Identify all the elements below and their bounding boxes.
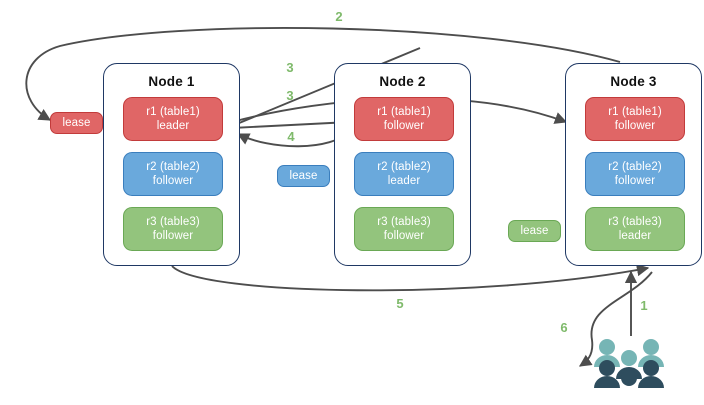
replica-r3-node2[interactable]: r3 (table3) follower — [354, 207, 454, 251]
step-label-1: 1 — [640, 298, 648, 313]
edge-step-3-lower — [231, 116, 352, 129]
replica-r2-node1[interactable]: r2 (table2) follower — [123, 152, 223, 196]
edge-step-5 — [171, 264, 650, 292]
replica-role: leader — [156, 120, 190, 132]
replica-name: r1 (table1) — [608, 106, 662, 118]
replica-r1-node1[interactable]: r1 (table1) leader — [123, 97, 223, 141]
replica-role: leader — [618, 230, 652, 242]
replica-name: r2 (table2) — [146, 161, 200, 173]
replica-role: leader — [387, 175, 421, 187]
node-container-2[interactable]: Node 2 r1 (table1) follower r2 (table2) … — [334, 63, 471, 266]
step-label-4: 4 — [287, 129, 295, 144]
node-container-1[interactable]: Node 1 r1 (table1) leader r2 (table2) fo… — [103, 63, 240, 266]
users-group-icon — [592, 337, 666, 389]
replica-name: r1 (table1) — [146, 106, 200, 118]
replica-role: follower — [152, 175, 194, 187]
node-title: Node 1 — [148, 74, 195, 89]
step-label-3-upper: 3 — [286, 60, 294, 75]
lease-badge-blue[interactable]: lease — [277, 165, 330, 187]
replica-name: r1 (table1) — [377, 106, 431, 118]
replica-r2-node2[interactable]: r2 (table2) leader — [354, 152, 454, 196]
replica-r1-node3[interactable]: r1 (table1) follower — [585, 97, 685, 141]
node-container-3[interactable]: Node 3 r1 (table1) follower r2 (table2) … — [565, 63, 702, 266]
step-label-6: 6 — [560, 320, 568, 335]
replica-role: follower — [152, 230, 194, 242]
replica-r2-node3[interactable]: r2 (table2) follower — [585, 152, 685, 196]
step-label-2: 2 — [335, 9, 343, 24]
replica-name: r3 (table3) — [377, 216, 431, 228]
step-label-3-lower: 3 — [286, 88, 294, 103]
node-title: Node 3 — [610, 74, 657, 89]
replica-name: r2 (table2) — [608, 161, 662, 173]
replica-name: r2 (table2) — [377, 161, 431, 173]
step-label-5: 5 — [396, 296, 404, 311]
replica-role: follower — [383, 120, 425, 132]
replica-name: r3 (table3) — [146, 216, 200, 228]
node-title: Node 2 — [379, 74, 426, 89]
replica-r1-node2[interactable]: r1 (table1) follower — [354, 97, 454, 141]
replica-role: follower — [383, 230, 425, 242]
replica-r3-node1[interactable]: r3 (table3) follower — [123, 207, 223, 251]
replica-role: follower — [614, 120, 656, 132]
replica-r3-node3[interactable]: r3 (table3) leader — [585, 207, 685, 251]
lease-badge-red[interactable]: lease — [50, 112, 103, 134]
lease-badge-green[interactable]: lease — [508, 220, 561, 242]
replica-role: follower — [614, 175, 656, 187]
replica-name: r3 (table3) — [608, 216, 662, 228]
